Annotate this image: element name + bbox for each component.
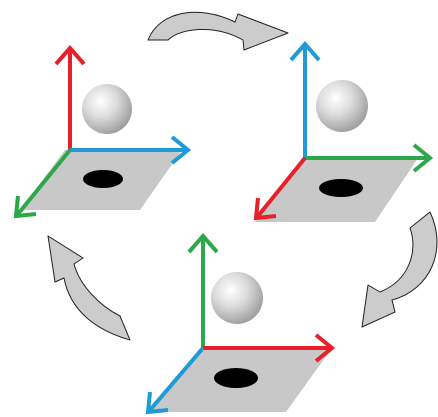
axis-down-left [13, 148, 72, 219]
axis-right [203, 333, 336, 363]
ball [211, 272, 263, 324]
axis-up [54, 44, 86, 150]
hole [319, 179, 363, 197]
panel-bottom-center [145, 232, 336, 415]
cycle-arrow-top [147, 11, 289, 51]
ball [82, 84, 132, 134]
axis-down-left [253, 156, 307, 221]
panel-top-left [13, 44, 192, 219]
hole [83, 170, 123, 188]
axis-up [289, 40, 321, 158]
cycle-arrow-left [47, 235, 131, 341]
axis-up [187, 232, 219, 348]
ball [316, 80, 368, 132]
axis-right [70, 135, 192, 165]
panel-top-right [253, 40, 434, 222]
cycle-arrow-right [361, 211, 438, 328]
hole [214, 368, 258, 388]
axis-right [305, 143, 434, 173]
axis-down-left [145, 346, 205, 415]
